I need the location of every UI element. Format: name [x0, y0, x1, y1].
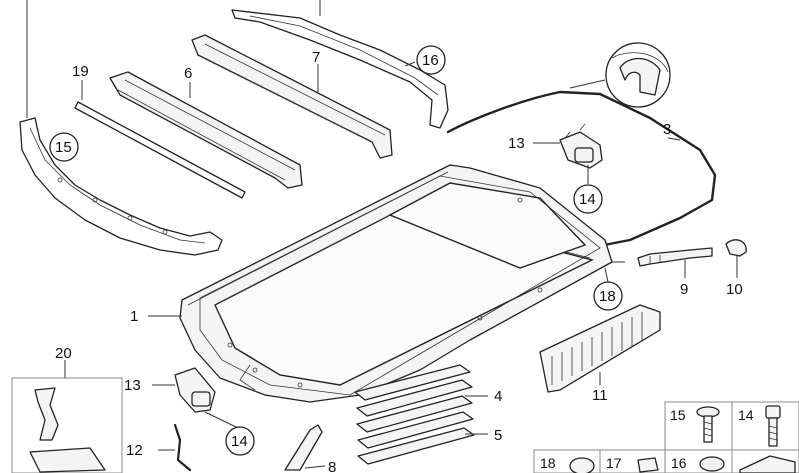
callout-15: 15 [55, 139, 72, 156]
legend-bolt-14-icon [765, 405, 781, 447]
legend-label-18: 18 [540, 455, 556, 471]
callout-5: 5 [494, 427, 502, 444]
callout-14-lower-circle [225, 426, 255, 456]
part-13-motor-upper [559, 123, 603, 169]
callout-4: 4 [494, 388, 502, 405]
callout-13-lower: 13 [124, 377, 141, 394]
callout-10: 10 [726, 281, 743, 298]
callout-15-circle [49, 132, 79, 162]
callout-16: 16 [422, 52, 439, 69]
callout-14-lower: 14 [231, 433, 248, 450]
legend-label-17: 17 [606, 455, 622, 471]
legend-screw-15-icon [696, 406, 720, 443]
legend-cap-16-icon [699, 456, 725, 472]
legend-label-16: 16 [671, 455, 687, 471]
part-16-rear-bracket [231, 9, 449, 129]
part-13-motor-lower [174, 367, 216, 413]
legend-label-14: 14 [738, 407, 754, 423]
part-4-5-slats [354, 364, 475, 465]
part-1-main-frame [179, 164, 613, 403]
legend-nut-18-icon [569, 457, 595, 473]
callout-18: 18 [599, 288, 616, 305]
callout-3: 3 [663, 121, 671, 138]
part-12-cable [173, 423, 192, 472]
callout-13-upper: 13 [508, 135, 525, 152]
callout-11: 11 [592, 387, 608, 404]
callout-14-upper-circle [573, 184, 603, 214]
legend-clip-17-icon [637, 457, 659, 473]
part-9-cable-end [637, 247, 713, 267]
callout-20: 20 [55, 345, 72, 362]
part-11-sunshade [539, 304, 661, 393]
part-20-kit [11, 377, 123, 473]
callout-1: 1 [130, 308, 138, 325]
part-19-strip [74, 101, 246, 199]
part-15-left-frame [19, 117, 223, 256]
callout-9: 9 [680, 281, 688, 298]
callout-6: 6 [184, 65, 192, 82]
callout-12: 12 [126, 442, 143, 459]
part-10-cap [725, 239, 747, 257]
part-3-seal [446, 42, 717, 247]
legend-boxes [533, 401, 799, 473]
callout-18-circle [593, 281, 623, 311]
callout-7: 7 [312, 49, 320, 66]
part-8-guide [284, 424, 323, 471]
callout-19: 19 [72, 63, 89, 80]
callout-16-circle [416, 45, 446, 75]
callout-8: 8 [328, 459, 336, 473]
legend-label-15: 15 [670, 407, 686, 423]
callout-14-upper: 14 [579, 191, 596, 208]
part-6-deflector [109, 71, 303, 189]
part-7-front-rail [191, 34, 393, 159]
